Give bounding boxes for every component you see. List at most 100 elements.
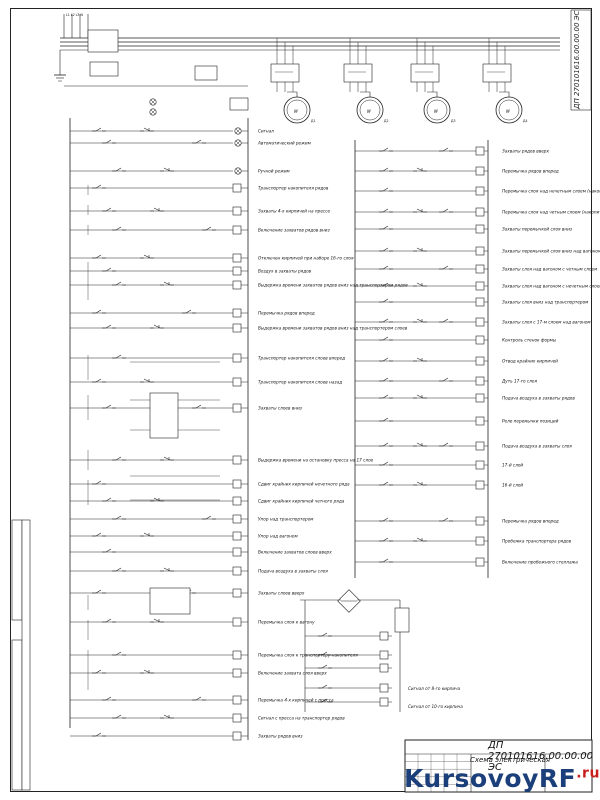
- relay-coil: [379, 650, 389, 660]
- relay-coil: [232, 225, 242, 235]
- left-rung-label: Подача воздуха в захваты слоя: [258, 569, 328, 574]
- contact-no: [382, 208, 389, 213]
- lamp-cross: [150, 99, 156, 105]
- margin-stamp: [21, 519, 31, 791]
- relay-coil: [232, 617, 242, 627]
- left-rung-label: Выдержка времени захватов рядов вниз над…: [258, 326, 408, 331]
- contact-no: [115, 515, 122, 520]
- control-transformer: [89, 61, 119, 77]
- contact-no: [382, 265, 389, 270]
- contact-no: [95, 309, 102, 314]
- contact-no: [321, 684, 328, 689]
- motor-label: Д3: [451, 119, 456, 123]
- contact-no: [382, 394, 389, 399]
- right-rung-label: Захваты рядов вверх: [502, 149, 549, 154]
- right-rung-label: Перемычка слоя над четным слоем (накопит…: [502, 210, 600, 215]
- contactor-block: [343, 63, 373, 83]
- right-rung-label: Захваты перемычкой слоя вниз над вагоном…: [502, 249, 600, 254]
- motor-label: Д2: [384, 119, 389, 123]
- contact-no: [382, 225, 389, 230]
- contact-no: [442, 517, 449, 522]
- left-rung-label: Захваты слоев вверх: [258, 591, 305, 596]
- watermark-tld: .ru: [576, 765, 600, 782]
- right-rung-label: Захваты слоя вниз над транспортером: [502, 300, 588, 305]
- left-rung-label: Включение захвата слоя вверх: [258, 671, 327, 676]
- left-rung-label: Автоматический режим: [257, 141, 311, 146]
- contact-no: [105, 497, 112, 502]
- motor-symbol: М: [506, 109, 510, 114]
- relay-coil: [232, 206, 242, 216]
- motor-icon-inner: [498, 99, 520, 121]
- relay-coil: [475, 441, 485, 451]
- left-rung-label: Упор над вагоном: [258, 534, 298, 539]
- left-rung-label: Транспортер накопителя слоев вперед: [258, 356, 345, 361]
- left-rung-label: Перемычка 4-х кирпичей с пресса: [258, 698, 334, 703]
- contact-no: [105, 548, 112, 553]
- right-rung-label: Реле перемычки позиций: [502, 419, 559, 424]
- right-rung-label: Подача воздуха в захваты слоя: [502, 444, 572, 449]
- contact-no: [321, 651, 328, 656]
- relay-coil: [379, 697, 389, 707]
- left-rung-label: Сигнал с пресса на транспортер рядов: [258, 716, 345, 721]
- right-rung-label: Перемычка рядов вперед: [502, 519, 559, 524]
- right-rung-label: 16-й слой: [502, 483, 523, 488]
- contact-no: [205, 226, 212, 231]
- contact-no: [442, 318, 449, 323]
- relay-coil: [475, 207, 485, 217]
- contact-no: [382, 461, 389, 466]
- contact-no: [442, 147, 449, 152]
- contact-no: [382, 481, 389, 486]
- drawing-frame: [10, 8, 592, 792]
- contact-no: [95, 378, 102, 383]
- relay-coil: [232, 531, 242, 541]
- contact-no: [105, 618, 112, 623]
- right-rung-label: Перемычка рядов вперед: [502, 169, 559, 174]
- right-rung-label: Захваты слоя над вагоном с нечетным слое…: [502, 284, 600, 289]
- relay-coil: [475, 186, 485, 196]
- relay-coil: [475, 281, 485, 291]
- relay-coil: [475, 416, 485, 426]
- contact-no: [115, 456, 122, 461]
- contact-no: [205, 515, 212, 520]
- right-rung-label: Дуть 17-го слоя: [501, 379, 537, 384]
- contact-no: [321, 632, 328, 637]
- contact-no: [95, 732, 102, 737]
- left-rung-label: Включение захватов рядов вниз: [258, 228, 330, 233]
- contact-no: [115, 281, 122, 286]
- relay-coil: [475, 166, 485, 176]
- relay-coil: [475, 264, 485, 274]
- bottom-rung-label: Сигнал от 10-го кирпича: [408, 704, 463, 709]
- contact-no: [115, 567, 122, 572]
- title-block-code: ДП 270101616.00.00.00 ЭС: [488, 740, 593, 773]
- contact-no: [382, 558, 389, 563]
- relay-coil: [232, 353, 242, 363]
- right-rung-label: Контроль стенок формы: [502, 338, 557, 343]
- relay-coil: [232, 713, 242, 723]
- relay-coil: [475, 335, 485, 345]
- margin-stamp: [11, 639, 23, 791]
- timer-block: [149, 587, 191, 615]
- contact-no: [442, 265, 449, 270]
- contact-no: [105, 696, 112, 701]
- transformer-2: [229, 97, 249, 111]
- contactor-block: [410, 63, 440, 83]
- contact-no: [95, 669, 102, 674]
- contact-no: [195, 696, 202, 701]
- left-rung-label: Сдвиг крайних кирпичей нечетного ряда: [258, 482, 350, 487]
- lamp-cross: [235, 128, 241, 134]
- contact-no: [105, 267, 112, 272]
- motor-label: Д1: [311, 119, 316, 123]
- right-rung-label: Отвод крайних кирпичей: [502, 359, 558, 364]
- contact-no: [382, 537, 389, 542]
- relay-coil: [475, 393, 485, 403]
- contact-no: [382, 336, 389, 341]
- relay-coil: [232, 377, 242, 387]
- relay-coil: [232, 308, 242, 318]
- lamp-cross: [235, 140, 241, 146]
- relay-coil: [475, 516, 485, 526]
- contact-no: [382, 357, 389, 362]
- left-rung-label: Захваты слоев вниз: [258, 406, 303, 411]
- left-rung-label: Транспортер накопителя рядов: [258, 186, 329, 191]
- left-rung-label: Включение захватов слоев вверх: [258, 550, 332, 555]
